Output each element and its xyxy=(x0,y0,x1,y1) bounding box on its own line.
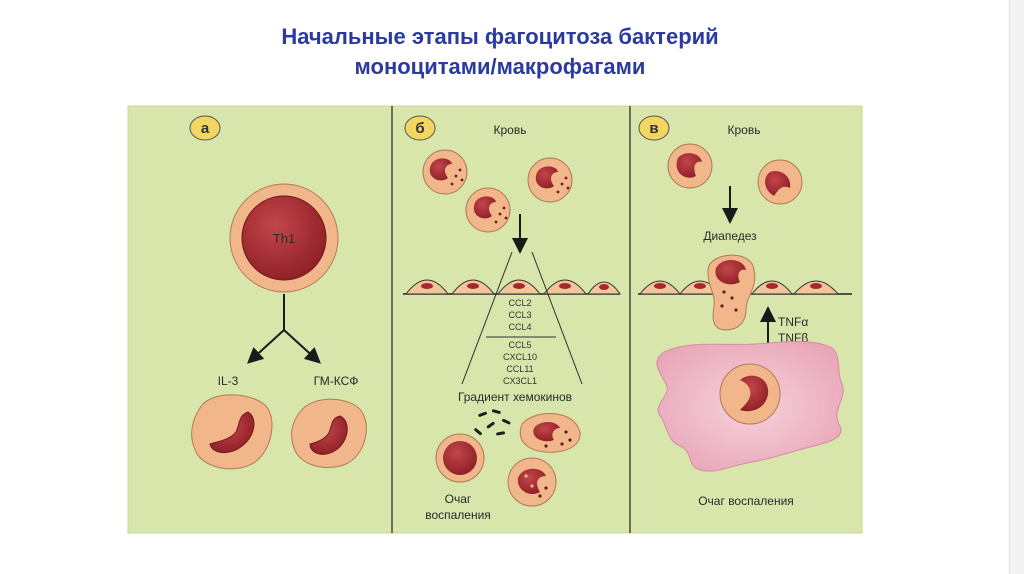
macrophage-c xyxy=(719,363,781,425)
gradient-label: Градиент хемокинов xyxy=(458,390,572,404)
focus-label-c: Очаг воспаления xyxy=(698,494,794,508)
th1-cell: Th1 xyxy=(229,183,339,293)
panel-a: а Th1 IL-3 ГМ-КСФ xyxy=(189,115,367,470)
monocyte-focus-b xyxy=(435,433,485,483)
blood-label-b: Кровь xyxy=(494,123,527,137)
title-line-2: моноцитами/макрофагами xyxy=(354,54,646,79)
badge-c-letter: в xyxy=(649,120,658,137)
granulocyte-2 xyxy=(527,157,573,203)
focus-label-b-line2: воспаления xyxy=(425,508,491,522)
arrow-to-il3 xyxy=(247,329,285,364)
monocyte-blood-c1 xyxy=(667,143,713,189)
badge-a-letter: а xyxy=(201,120,210,137)
il3-label: IL-3 xyxy=(218,374,239,388)
monocyte-left xyxy=(191,394,273,470)
badge-b-letter: б xyxy=(415,120,424,137)
bacteria-group xyxy=(474,409,511,436)
granulocyte-3 xyxy=(465,187,511,233)
chemokine-ccl2: CCL2 xyxy=(508,298,531,308)
arrow-to-gmcsf xyxy=(283,329,321,364)
badge-c: в xyxy=(638,115,670,141)
chemokine-cxcl10: CXCL10 xyxy=(503,352,537,362)
gradient-cone-right xyxy=(531,251,583,385)
page-title: Начальные этапы фагоцитоза бактерий моно… xyxy=(180,22,820,82)
macrophage-b-2 xyxy=(507,457,557,507)
diapedesis-label: Диапедез xyxy=(703,229,757,243)
monocyte-blood-c2 xyxy=(757,159,803,205)
endothelium-b xyxy=(403,279,621,295)
chemokine-ccl5: CCL5 xyxy=(508,340,531,350)
badge-a: а xyxy=(189,115,221,141)
chemokine-ccl11: CCL11 xyxy=(506,364,533,374)
chemokine-ccl3: CCL3 xyxy=(508,310,531,320)
endothelium-c xyxy=(638,280,852,295)
badge-b: б xyxy=(404,115,436,141)
blood-label-c: Кровь xyxy=(728,123,761,137)
tnf-alpha-label: TNFα xyxy=(778,315,808,329)
scrollbar-track[interactable] xyxy=(1009,0,1024,574)
panel-c: в Кровь Диапедез TNFα TNFβ xyxy=(638,115,852,508)
th1-label: Th1 xyxy=(273,231,295,246)
gradient-cone-left xyxy=(461,251,513,385)
gmcsf-label: ГМ-КСФ xyxy=(314,374,359,388)
granulocyte-1 xyxy=(422,149,468,195)
macrophage-b-1 xyxy=(519,413,581,453)
monocyte-right xyxy=(291,398,367,468)
chemokine-ccl4: CCL4 xyxy=(508,322,531,332)
chemokine-cx3cl1: CX3CL1 xyxy=(503,376,537,386)
title-line-1: Начальные этапы фагоцитоза бактерий xyxy=(281,24,719,49)
diapedesis-cell xyxy=(707,254,756,331)
focus-label-b-line1: Очаг xyxy=(445,492,472,506)
panel-b: б Кровь xyxy=(403,115,621,522)
